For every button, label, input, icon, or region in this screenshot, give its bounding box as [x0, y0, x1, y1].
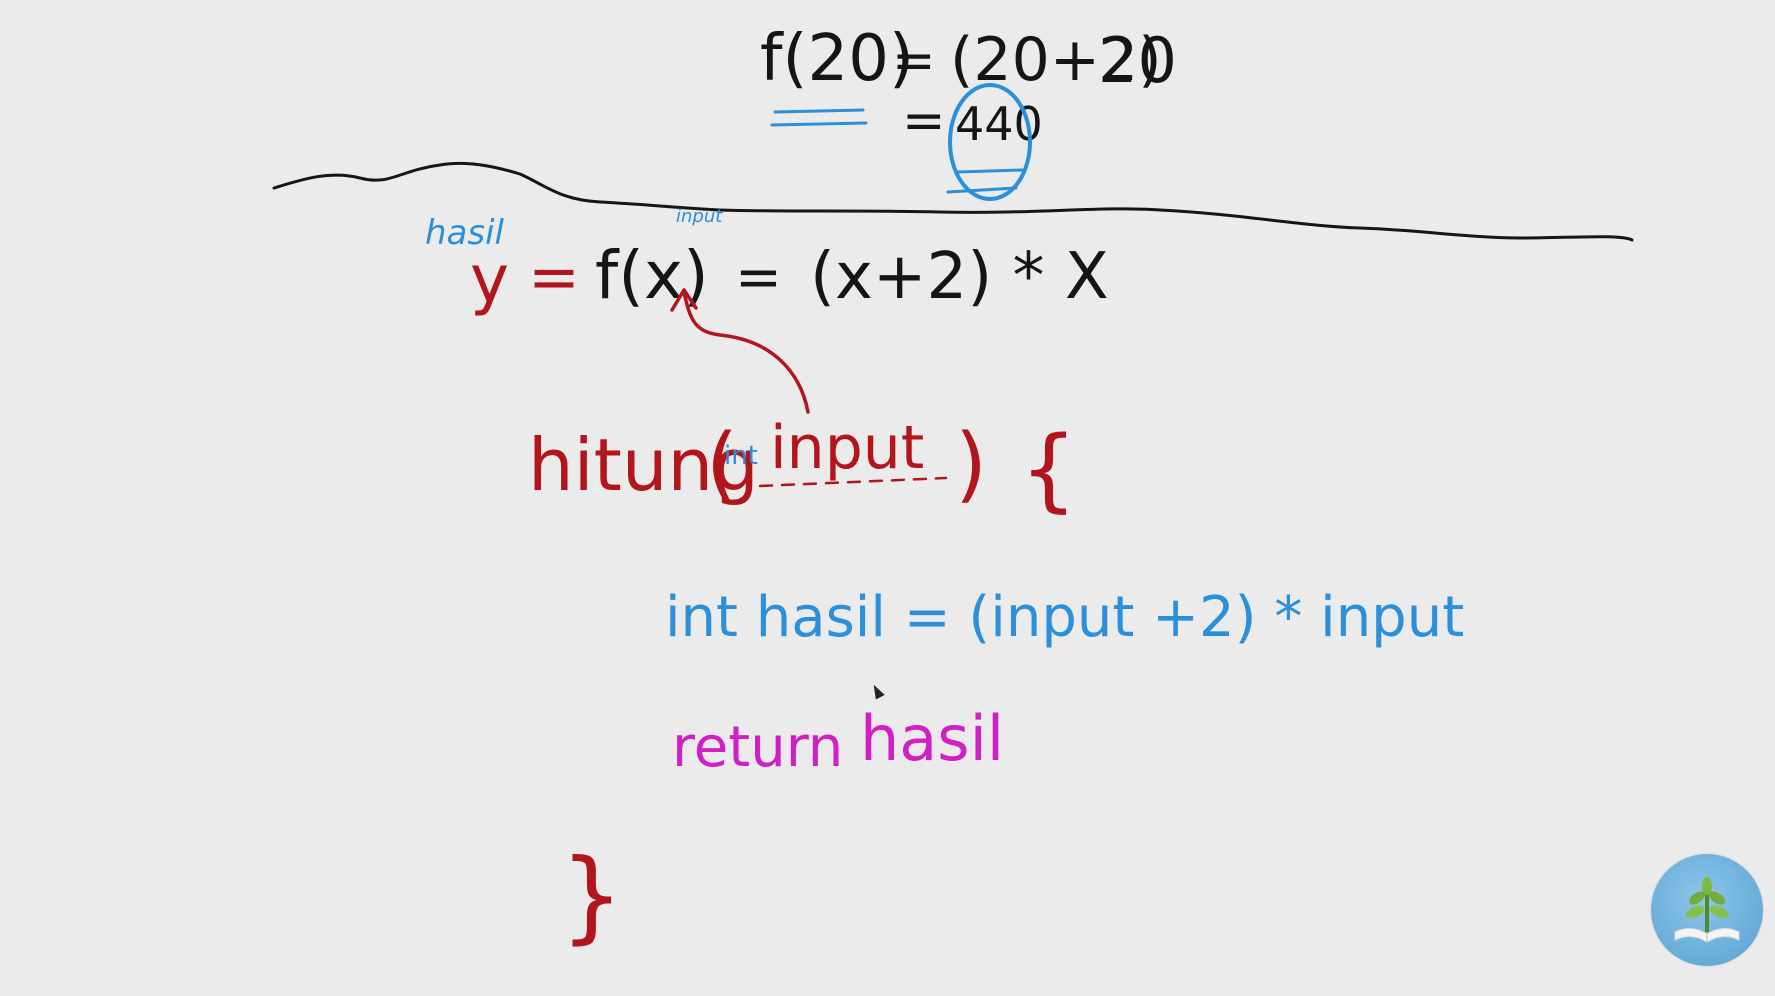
function-call-equals: = — [735, 245, 782, 310]
parameter-dashed-underline — [758, 476, 948, 488]
top-equation-lhs: f(20) — [760, 22, 914, 96]
return-value: hasil — [860, 702, 1004, 775]
output-variable: y — [470, 241, 509, 318]
function-equals: = — [528, 240, 580, 313]
blue-underline — [773, 108, 865, 114]
signature-close-paren: ) — [955, 417, 987, 512]
result-underline — [956, 168, 1024, 174]
result-circle — [948, 83, 1032, 201]
function-line: hasil input y = f(x) = (x+2) * X — [425, 206, 1109, 414]
top-equation-equals: = — [892, 31, 936, 91]
top-equation: f(20) = (20+2) 20 = 440 — [760, 22, 1177, 201]
result-equals: = — [902, 91, 946, 151]
top-equation-rhs-factor: 20 — [1098, 24, 1177, 97]
parameter-type: int — [724, 441, 758, 471]
arrow-head-icon — [670, 288, 698, 312]
divider-line — [272, 161, 1634, 242]
parameter-name: input — [770, 413, 924, 483]
signature-open-paren: ( — [706, 417, 738, 512]
result-underline — [946, 186, 1018, 194]
open-brace: { — [1020, 417, 1077, 522]
annotation-input: input — [676, 206, 723, 227]
parameter-arrow — [682, 290, 810, 414]
body-line: int hasil = (input +2) * input — [665, 585, 1464, 650]
function-name: hitung — [528, 423, 759, 507]
blue-underline — [770, 121, 868, 127]
return-keyword: return — [672, 715, 843, 780]
code-block: hitung ( int input ) { int hasil = (inpu… — [528, 413, 1464, 954]
channel-logo — [1651, 854, 1763, 966]
close-brace: } — [560, 837, 624, 954]
plant-book-icon — [1674, 877, 1740, 943]
annotation-output: hasil — [425, 213, 505, 253]
function-expression: (x+2) * X — [810, 240, 1109, 314]
